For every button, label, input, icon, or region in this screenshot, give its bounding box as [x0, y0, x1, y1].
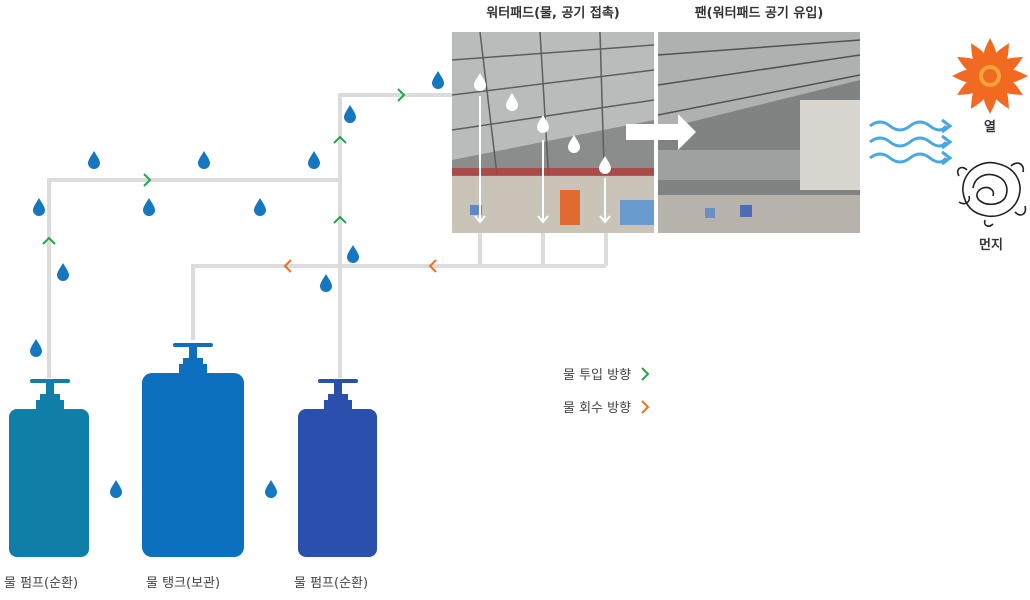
water-pump-left: [9, 379, 89, 557]
legend-return: 물 회수 방향: [563, 397, 651, 416]
water-drop-icon: [432, 71, 444, 89]
water-drop-icon: [344, 105, 356, 123]
fan-label: 팬(워터패드 공기 유입): [658, 2, 860, 21]
pump-left-label: 물 펌프(순환): [4, 572, 78, 591]
water-pump-right: [298, 379, 377, 557]
pipe-tank-return: [193, 266, 606, 340]
water-drop-icon: [57, 263, 69, 281]
water-drop-icon: [33, 198, 45, 216]
airflow-waves-icon: [870, 120, 950, 164]
water-drop-icon: [30, 339, 42, 357]
water-pad-label: 워터패드(물, 공기 접촉): [452, 2, 654, 21]
water-drop-icon: [254, 198, 266, 216]
water-drop-icon: [198, 151, 210, 169]
legend-inflow-label: 물 투입 방향: [563, 364, 631, 383]
chevron-right-orange-icon: [639, 399, 651, 415]
pump-right-label: 물 펌프(순환): [294, 572, 368, 591]
water-drop-icon: [347, 245, 359, 263]
water-tank: [142, 343, 244, 557]
dust-icon: [958, 163, 1026, 226]
pipe-right-pump: [340, 95, 452, 378]
legend-return-label: 물 회수 방향: [563, 397, 631, 416]
water-drop-icon: [110, 480, 122, 498]
heat-label: 열: [970, 116, 1010, 135]
water-drop-icon: [265, 480, 277, 498]
dust-label: 먼지: [966, 234, 1016, 253]
water-pad-photo: [452, 32, 654, 233]
chevron-right-green-icon: [639, 366, 651, 382]
legend-inflow: 물 투입 방향: [563, 364, 651, 383]
water-drop-icon: [88, 151, 100, 169]
tank-label: 물 탱크(보관): [146, 572, 220, 591]
water-drop-icon: [143, 198, 155, 216]
water-drop-icon: [320, 274, 332, 292]
water-drop-icon: [308, 151, 320, 169]
sun-icon: [952, 38, 1028, 114]
fan-photo: [626, 32, 860, 233]
